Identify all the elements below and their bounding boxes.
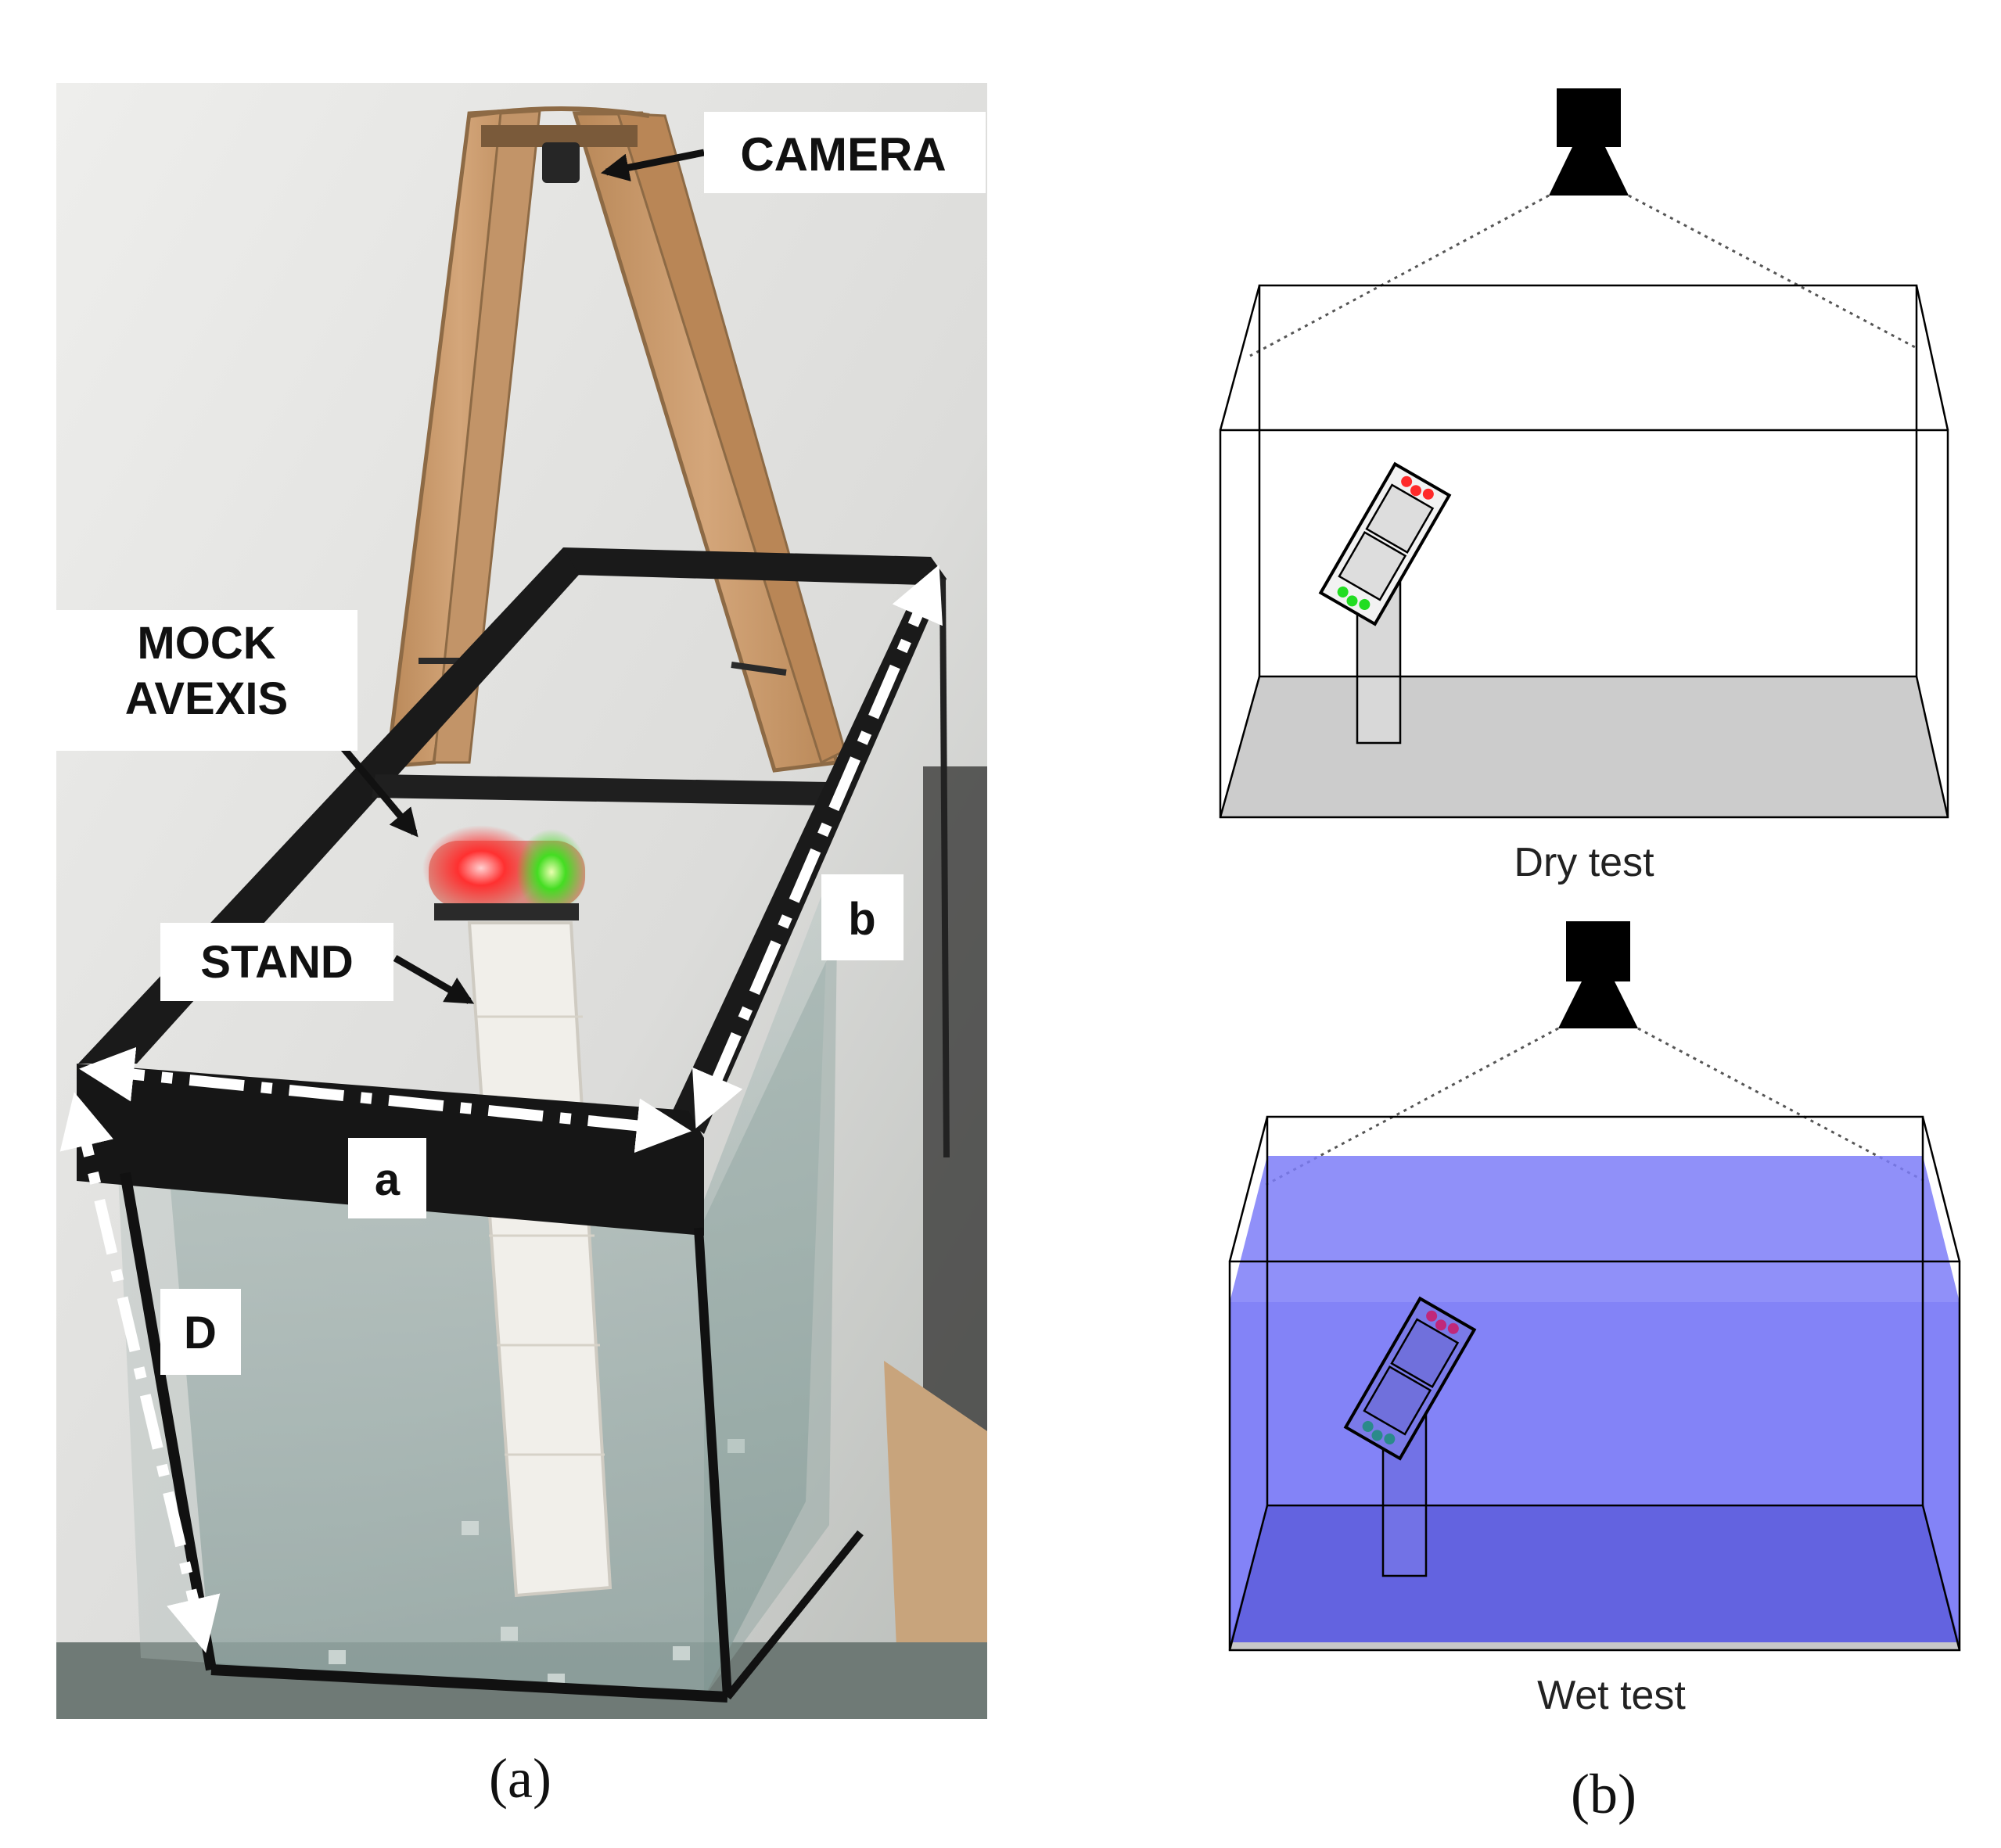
dry-view-line-right [1628, 194, 1917, 350]
dry-red-led-1 [1401, 475, 1413, 487]
dimension-a-label-box [348, 1138, 426, 1218]
stand-pointer-arrow [393, 955, 475, 1004]
frame-bottom-side-rail [724, 1530, 864, 1700]
dry-test-caption: Dry test [1514, 840, 1654, 885]
camera-label: CAMERA [740, 128, 946, 181]
wet-green-led-1 [1362, 1420, 1374, 1432]
dry-green-led-3 [1359, 598, 1371, 610]
cardboard [884, 1361, 987, 1719]
dry-camera-lens [1549, 147, 1629, 196]
panel-a-photo: CAMERA MOCK AVEXIS STAND b a D [56, 83, 987, 1719]
wet-red-led-2 [1435, 1319, 1446, 1331]
camera-label-box [704, 112, 986, 193]
wet-green-led-2 [1371, 1430, 1383, 1441]
mock-avexis-label-box [56, 610, 357, 751]
panel-b-caption: (b) [1571, 1763, 1636, 1825]
post-back-right [939, 578, 950, 1158]
frame-bottom-rail [210, 1664, 728, 1703]
mock-avexis-green-led [516, 829, 587, 915]
dry-test-diagram [1219, 88, 1949, 819]
wet-camera-body [1566, 921, 1630, 981]
dimension-d-arrow [59, 1092, 221, 1653]
camera-pointer-arrow [600, 149, 705, 182]
wet-water-surface [1230, 1156, 1960, 1302]
wet-camera-lens [1558, 981, 1638, 1028]
dry-green-led-2 [1346, 595, 1358, 607]
dimension-b-label: b [848, 894, 875, 945]
wet-green-led-3 [1384, 1433, 1396, 1444]
dimension-b-label-box [821, 874, 904, 960]
mock-avexis-red-led [422, 825, 540, 911]
dry-camera-body [1557, 88, 1621, 147]
mock-avexis-base [434, 903, 579, 920]
dry-tank-outline [1219, 284, 1949, 819]
post-front-right [694, 1227, 732, 1698]
dry-red-led-2 [1410, 485, 1421, 497]
camera-device [542, 142, 580, 183]
wet-device [1343, 1296, 1477, 1461]
dimension-a-label: a [375, 1154, 401, 1205]
mock-avexis-pointer-arrow [329, 733, 419, 838]
wet-red-led-1 [1426, 1310, 1438, 1322]
wet-test-caption: Wet test [1537, 1673, 1686, 1718]
wet-test-diagram [1228, 921, 1961, 1652]
dry-red-led-3 [1422, 488, 1434, 500]
dry-view-line-left [1249, 194, 1550, 357]
dimension-d-label-box [160, 1289, 241, 1375]
dry-tank-floor [1220, 676, 1948, 817]
wood-top-edge [469, 106, 650, 118]
wet-water-floor [1230, 1505, 1960, 1642]
mock-avexis-label-line2: AVEXIS [125, 673, 288, 724]
dry-device [1318, 461, 1452, 626]
panel-a-caption: (a) [489, 1747, 551, 1810]
mock-avexis-label-line1: MOCK [137, 618, 275, 669]
stand-label: STAND [200, 937, 353, 988]
dry-green-led-1 [1337, 586, 1349, 597]
wet-floor-strip [1230, 1642, 1960, 1650]
stand-label-box [160, 923, 393, 1001]
wet-red-led-3 [1447, 1322, 1459, 1334]
wet-tank-outline [1228, 1115, 1961, 1652]
dimension-d-label: D [184, 1308, 217, 1358]
